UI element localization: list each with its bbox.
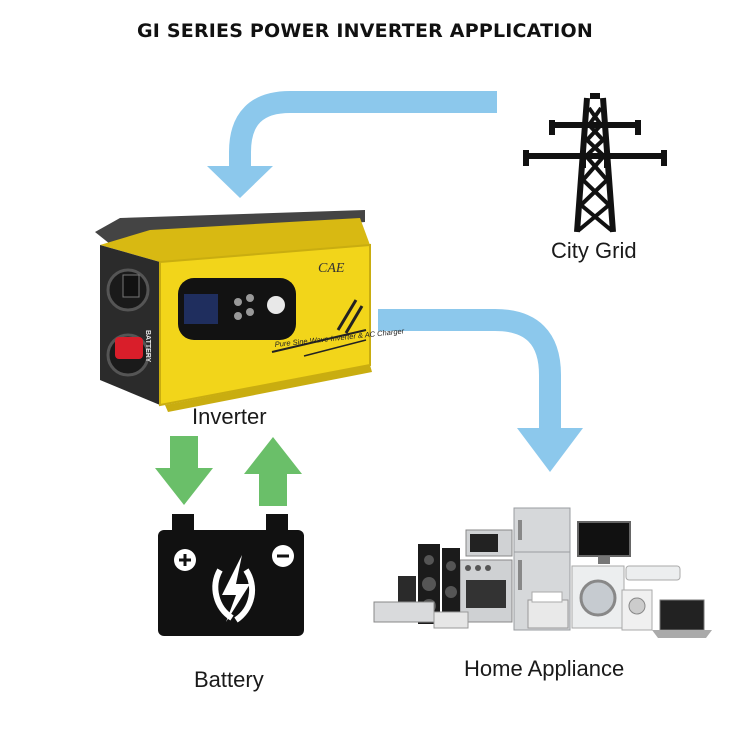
inverter-unit: CAE Pure Sine Wave Inverter & AC Charger… <box>95 210 405 412</box>
inverter-to-home-arrow <box>378 309 583 472</box>
transmission-tower-icon <box>523 93 667 233</box>
inverter-side-label: BATTERY <box>144 330 151 363</box>
lightning-bolt-icon <box>222 555 250 622</box>
battery-icon <box>158 514 304 636</box>
home-appliance-label: Home Appliance <box>464 656 625 681</box>
grid-to-inverter-arrow <box>207 91 497 198</box>
appliances-group <box>373 507 712 638</box>
inverter-label: Inverter <box>192 404 267 429</box>
city-grid-label: City Grid <box>551 238 637 263</box>
inverter-brand-logo: CAE <box>318 261 345 276</box>
battery-to-inverter-arrow <box>244 437 302 506</box>
inverter-to-battery-arrow <box>155 436 213 505</box>
battery-label: Battery <box>194 667 264 692</box>
diagram-title: GI SERIES POWER INVERTER APPLICATION <box>137 20 593 42</box>
